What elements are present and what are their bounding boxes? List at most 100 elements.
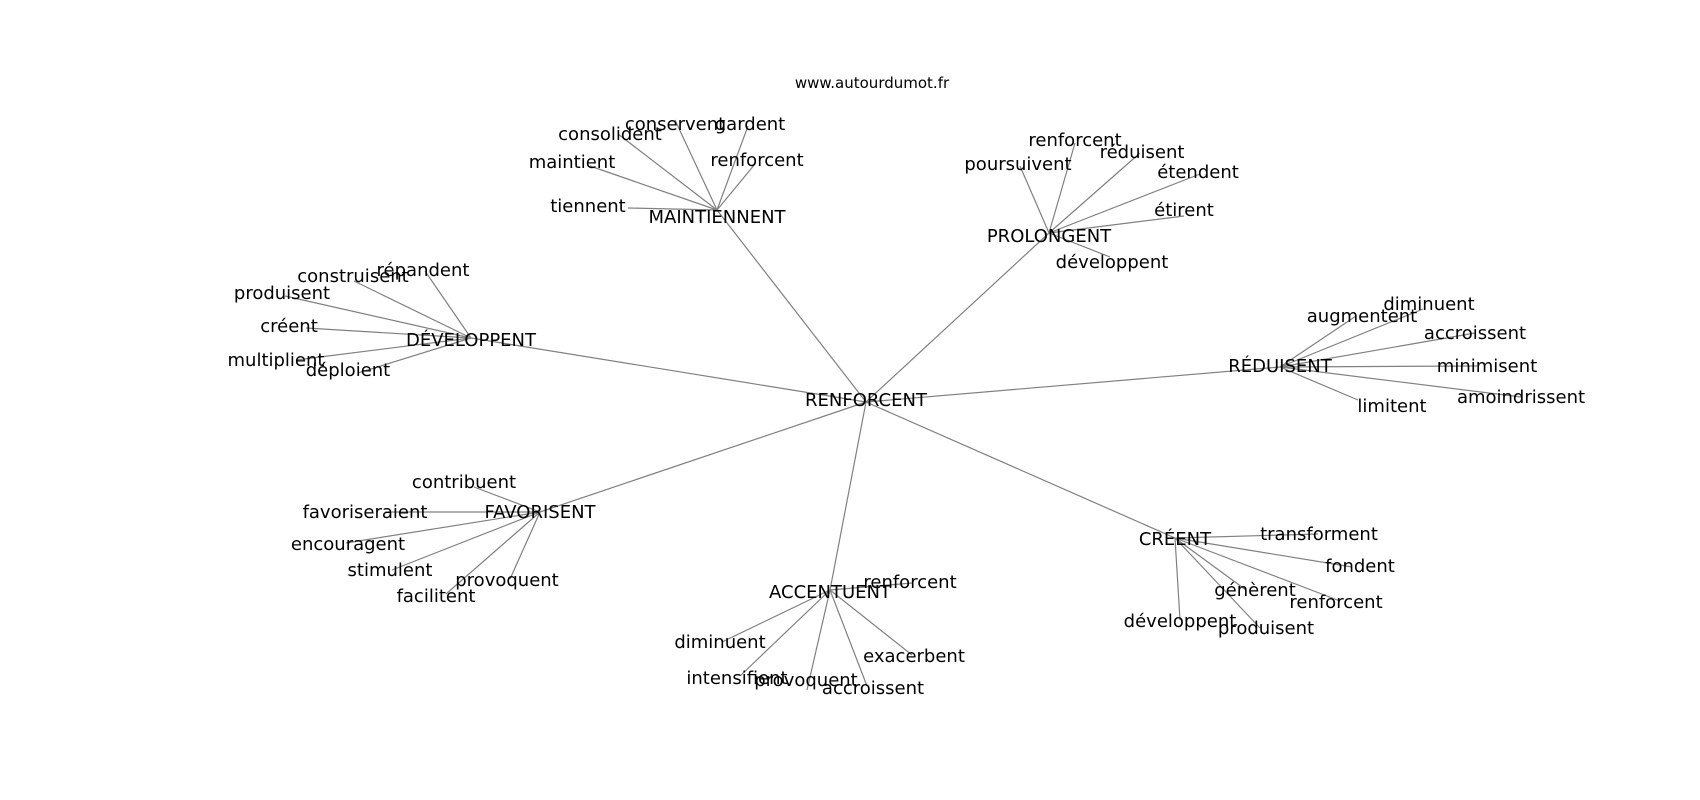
- hub-edge: [865, 232, 1050, 403]
- leaf-edge: [1174, 537, 1341, 602]
- leaf-edge: [1279, 308, 1424, 368]
- leaf-word: limitent: [1357, 396, 1426, 417]
- hub-word: RÉDUISENT: [1228, 355, 1332, 377]
- leaf-edge: [721, 589, 831, 643]
- hub-word: DÉVELOPPENT: [406, 329, 537, 351]
- leaf-edge: [674, 119, 718, 211]
- leaf-edge: [739, 589, 831, 677]
- leaf-edge: [284, 295, 472, 339]
- leaf-edge: [716, 125, 749, 211]
- leaf-word: consolident: [558, 124, 662, 145]
- leaf-edge: [617, 133, 718, 211]
- leaf-edge: [829, 589, 868, 687]
- leaf-word: produisent: [1218, 618, 1314, 639]
- leaf-word: stimulent: [348, 560, 433, 581]
- edges: [284, 119, 1522, 691]
- leaf-edge: [1048, 142, 1076, 234]
- leaf-edge: [295, 337, 472, 361]
- leaf-word: créent: [260, 316, 318, 337]
- leaf-word: étirent: [1154, 200, 1214, 221]
- leaf-word: facilitent: [397, 586, 476, 607]
- leaf-edge: [829, 589, 913, 656]
- leaf-word: produisent: [234, 283, 330, 304]
- hub-word: ACCENTUENT: [769, 582, 892, 603]
- leaf-edge: [716, 163, 756, 211]
- leaf-edge: [424, 270, 472, 339]
- leaf-edge: [1174, 537, 1353, 568]
- leaf-edge: [1048, 152, 1141, 234]
- leaf-word: renforcent: [1028, 130, 1121, 151]
- leaf-word: déploient: [306, 360, 390, 381]
- leaf-word: intensifient: [686, 668, 787, 689]
- leaf-word: transforment: [1260, 524, 1378, 545]
- leaf-edge: [357, 337, 472, 374]
- leaf-edge: [627, 207, 718, 211]
- leaf-edge: [1279, 332, 1476, 368]
- hub-word: MAINTIENNENT: [648, 207, 786, 228]
- leaf-word: provoquent: [754, 670, 857, 691]
- leaf-edge: [806, 589, 831, 691]
- leaf-edge: [473, 486, 541, 513]
- hub-edge: [865, 366, 1281, 403]
- leaf-edge: [445, 511, 541, 595]
- leaf-edge: [391, 511, 541, 571]
- leaf-word: encouragent: [291, 534, 405, 555]
- leaf-word: augmentent: [1307, 306, 1417, 327]
- leaf-edge: [305, 327, 472, 339]
- leaf-word: génèrent: [1214, 580, 1296, 601]
- leaf-word: accroissent: [1424, 323, 1526, 344]
- leaf-word: exacerbent: [863, 646, 965, 667]
- leaf-edge: [1279, 365, 1478, 368]
- leaf-word: étendent: [1157, 162, 1239, 183]
- leaf-edge: [1048, 215, 1185, 234]
- leaf-word: tiennent: [550, 196, 626, 217]
- leaf-edge: [345, 511, 541, 544]
- leaf-word: répandent: [377, 260, 470, 281]
- leaf-word: fondent: [1325, 556, 1395, 577]
- leaf-word: minimisent: [1437, 356, 1537, 377]
- leaf-edge: [1048, 232, 1111, 258]
- leaf-edge: [1174, 537, 1181, 621]
- leaf-word: conservent: [625, 114, 725, 135]
- leaf-edge: [1019, 165, 1050, 234]
- leaf-word: amoindrissent: [1457, 387, 1585, 408]
- leaf-word: construisent: [297, 266, 408, 287]
- leaf-word: provoquent: [455, 570, 558, 591]
- leaf-edge: [509, 511, 541, 580]
- leaf-word: maintient: [529, 152, 616, 173]
- hub-edge: [539, 401, 867, 513]
- leaf-edge: [1279, 366, 1359, 401]
- leaf-edge: [1279, 315, 1357, 368]
- leaf-word: développent: [1124, 611, 1237, 632]
- hub-word: PROLONGENT: [987, 226, 1112, 247]
- leaf-edge: [589, 165, 718, 211]
- leaf-edge: [1174, 537, 1247, 591]
- hub-edge: [470, 337, 867, 403]
- leaf-edge: [1279, 366, 1522, 398]
- leaf-word: contribuent: [412, 472, 516, 493]
- leaf-word: poursuivent: [964, 154, 1071, 175]
- leaf-edge: [1174, 537, 1261, 629]
- leaf-word: diminuent: [1383, 294, 1474, 315]
- leaf-word: favoriseraient: [303, 502, 428, 523]
- hub-word: FAVORISENT: [484, 502, 596, 523]
- leaf-word: renforcent: [863, 572, 956, 593]
- labels: www.autourdumot.fr RENFORCENT conservent…: [228, 74, 1586, 699]
- leaf-edge: [1048, 173, 1201, 234]
- leaf-word: développent: [1056, 252, 1169, 273]
- hub-edge: [865, 401, 1176, 539]
- leaf-word: réduisent: [1100, 142, 1185, 163]
- center-word: RENFORCENT: [805, 390, 928, 411]
- site-credit: www.autourdumot.fr: [795, 74, 950, 92]
- leaf-word: renforcent: [1289, 592, 1382, 613]
- leaf-word: renforcent: [710, 150, 803, 171]
- leaf-word: accroissent: [822, 678, 924, 699]
- leaf-edge: [353, 280, 472, 339]
- leaf-word: gardent: [715, 114, 786, 135]
- leaf-word: multiplient: [228, 350, 325, 371]
- leaf-word: diminuent: [674, 632, 765, 653]
- leaf-edge: [829, 582, 913, 591]
- hub-edge: [829, 401, 867, 591]
- leaf-edge: [1174, 533, 1319, 539]
